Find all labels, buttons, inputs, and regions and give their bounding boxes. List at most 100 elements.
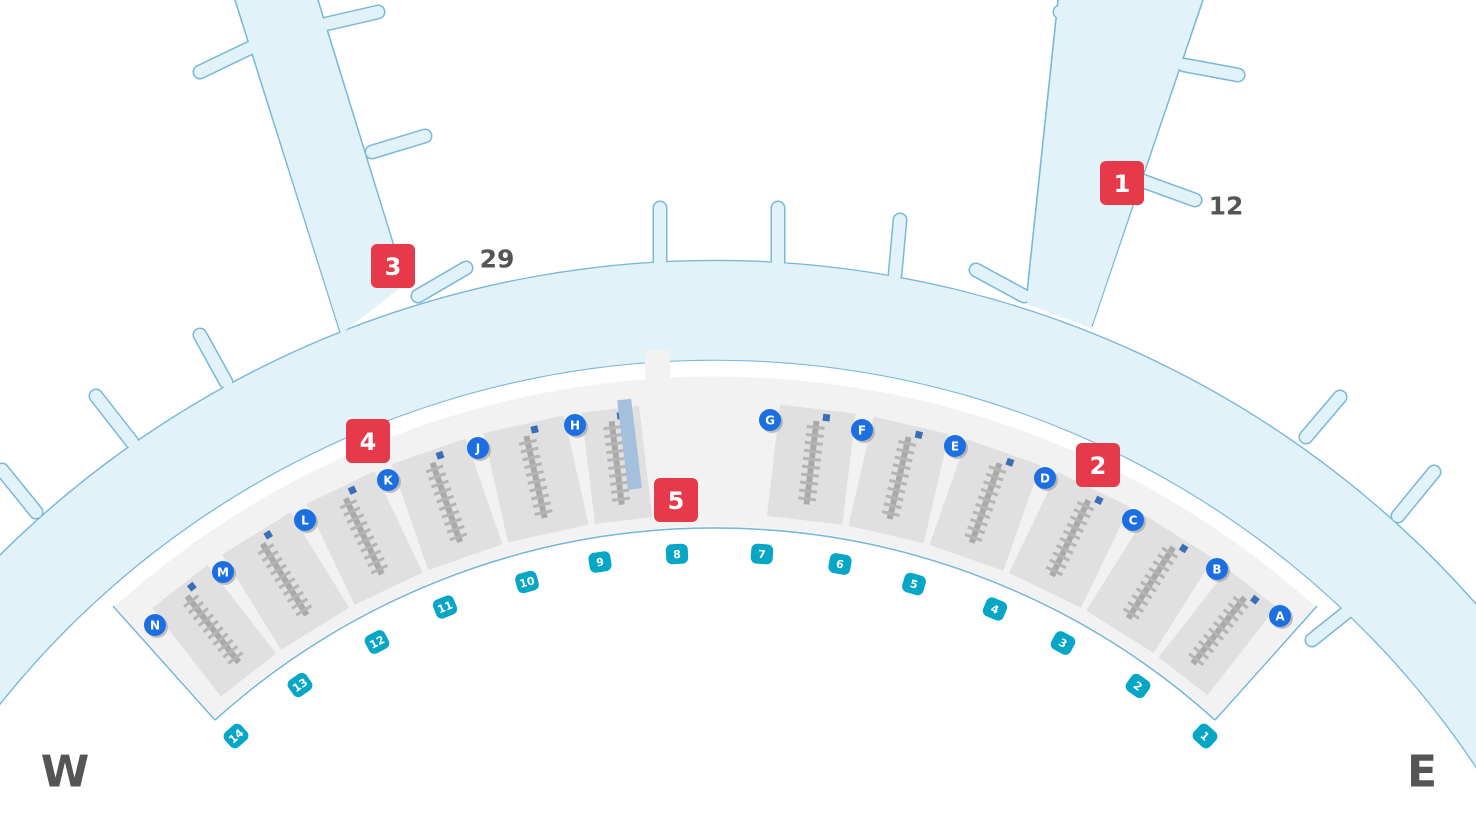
entrance-gate-6[interactable]: 6 bbox=[827, 552, 852, 576]
entrance-gate-7[interactable]: 7 bbox=[750, 543, 774, 565]
counter-desk bbox=[611, 488, 630, 494]
counter-desk bbox=[343, 506, 361, 517]
counter-desk bbox=[883, 502, 902, 510]
counter-desk bbox=[1045, 565, 1064, 577]
gate-marker-icon bbox=[665, 543, 689, 565]
counter-desk bbox=[1066, 522, 1084, 534]
counter-desk bbox=[799, 480, 819, 486]
entrance-gate-12[interactable]: 12 bbox=[363, 628, 392, 656]
zone-marker-3[interactable]: 3 bbox=[371, 244, 415, 288]
checkin-row-label: B bbox=[1212, 563, 1221, 577]
kiosk-icon bbox=[435, 450, 445, 460]
counter-desk bbox=[888, 478, 908, 486]
jet-bridge bbox=[320, 6, 384, 30]
gate-marker-icon bbox=[1050, 631, 1076, 655]
counter-desk bbox=[202, 619, 219, 634]
counter-desk bbox=[217, 638, 234, 653]
zone-marker-5[interactable]: 5 bbox=[654, 478, 698, 522]
counter-desk bbox=[1073, 508, 1091, 519]
counter-desk bbox=[1161, 546, 1179, 559]
checkin-row-label: E bbox=[951, 440, 959, 454]
zone-marker-label: 5 bbox=[668, 487, 685, 515]
kiosk-icon bbox=[347, 485, 358, 495]
checkin-block bbox=[152, 565, 277, 697]
checkin-row-n[interactable]: N bbox=[144, 614, 168, 638]
checkin-blocks bbox=[152, 398, 1277, 697]
checkin-block bbox=[766, 404, 856, 525]
entrance-gate-3[interactable]: 3 bbox=[1049, 629, 1078, 657]
entrance-gate-9[interactable]: 9 bbox=[588, 550, 613, 573]
checkin-row-j[interactable]: J bbox=[467, 437, 491, 461]
entrance-gate-8[interactable]: 8 bbox=[665, 543, 689, 565]
checkin-row-e[interactable]: E bbox=[944, 435, 968, 459]
checkin-block bbox=[1158, 568, 1277, 696]
checkin-row-f[interactable]: F bbox=[851, 419, 875, 443]
counter-desk bbox=[346, 513, 365, 524]
counter-desk bbox=[800, 472, 820, 478]
gate-range-label: 29 bbox=[480, 245, 515, 274]
counter-desk bbox=[1055, 544, 1074, 555]
counter-desk bbox=[227, 651, 244, 665]
gate-marker-icon bbox=[982, 597, 1008, 621]
counter-desk bbox=[977, 495, 996, 505]
counter-desk bbox=[1207, 627, 1224, 641]
entrance-gate-5[interactable]: 5 bbox=[901, 571, 928, 596]
counter-desk bbox=[444, 517, 463, 527]
checkin-row-d[interactable]: D bbox=[1034, 467, 1058, 491]
checkin-row-b[interactable]: B bbox=[1206, 558, 1230, 582]
checkin-row-a[interactable]: A bbox=[1269, 605, 1293, 629]
checkin-block bbox=[848, 416, 949, 544]
kiosk-icon bbox=[186, 581, 197, 592]
zone-marker-1[interactable]: 1 bbox=[1100, 161, 1144, 205]
zone-marker-2[interactable]: 2 bbox=[1076, 443, 1120, 487]
counter-desk bbox=[436, 494, 455, 504]
entrance-gate-14[interactable]: 14 bbox=[221, 721, 251, 751]
counter-desk bbox=[360, 542, 378, 553]
entrance-gate-13[interactable]: 13 bbox=[285, 670, 315, 699]
counter-desk bbox=[183, 594, 200, 608]
counter-desk bbox=[1059, 536, 1077, 548]
checkin-row-label: C bbox=[1129, 514, 1138, 528]
counter-desk bbox=[805, 432, 824, 438]
checkin-row-g[interactable]: G bbox=[759, 409, 783, 433]
counter-desk bbox=[890, 471, 910, 479]
entrance-gate-2[interactable]: 2 bbox=[1123, 671, 1153, 700]
checkin-row-m[interactable]: M bbox=[212, 561, 236, 585]
entrance-gate-11[interactable]: 11 bbox=[431, 594, 459, 621]
checkin-row-c[interactable]: C bbox=[1122, 509, 1146, 533]
checkin-row-label: A bbox=[1275, 610, 1285, 624]
counter-desk bbox=[610, 480, 629, 486]
counter-desk bbox=[270, 563, 288, 576]
counter-desk bbox=[532, 501, 551, 509]
entrance-gate-10[interactable]: 10 bbox=[514, 569, 540, 594]
counter-desk bbox=[896, 447, 915, 455]
gate-marker-icon bbox=[902, 572, 926, 596]
gate-marker-icon bbox=[223, 723, 249, 749]
entrance-gate-1[interactable]: 1 bbox=[1190, 721, 1220, 751]
landside-facade bbox=[214, 527, 1216, 721]
counter-desk bbox=[1062, 529, 1081, 541]
counter-desk bbox=[892, 463, 911, 471]
counter-desk bbox=[1188, 652, 1205, 666]
counter-desk bbox=[353, 527, 371, 539]
counter-desk bbox=[207, 626, 224, 640]
counter-desk bbox=[603, 425, 622, 431]
counter-desk bbox=[1076, 500, 1095, 512]
counter-desk bbox=[261, 549, 279, 563]
entrance-gate-4[interactable]: 4 bbox=[981, 596, 1009, 623]
checkin-row-h[interactable]: H bbox=[564, 414, 588, 438]
counter-desk bbox=[534, 509, 553, 516]
zone-marker-4[interactable]: 4 bbox=[346, 419, 390, 463]
counter-desk bbox=[975, 502, 994, 512]
kiosk-icon bbox=[530, 425, 539, 434]
counter-desk bbox=[518, 438, 537, 446]
checkin-row-k[interactable]: K bbox=[377, 469, 401, 493]
checkin-marker-icon bbox=[1122, 509, 1144, 531]
counter-desk bbox=[257, 543, 275, 556]
jet-bridge bbox=[889, 214, 906, 281]
counter-desk bbox=[604, 433, 623, 439]
counter-desk bbox=[428, 472, 447, 481]
checkin-row-l[interactable]: L bbox=[294, 509, 318, 533]
jet-bridge bbox=[194, 42, 256, 78]
